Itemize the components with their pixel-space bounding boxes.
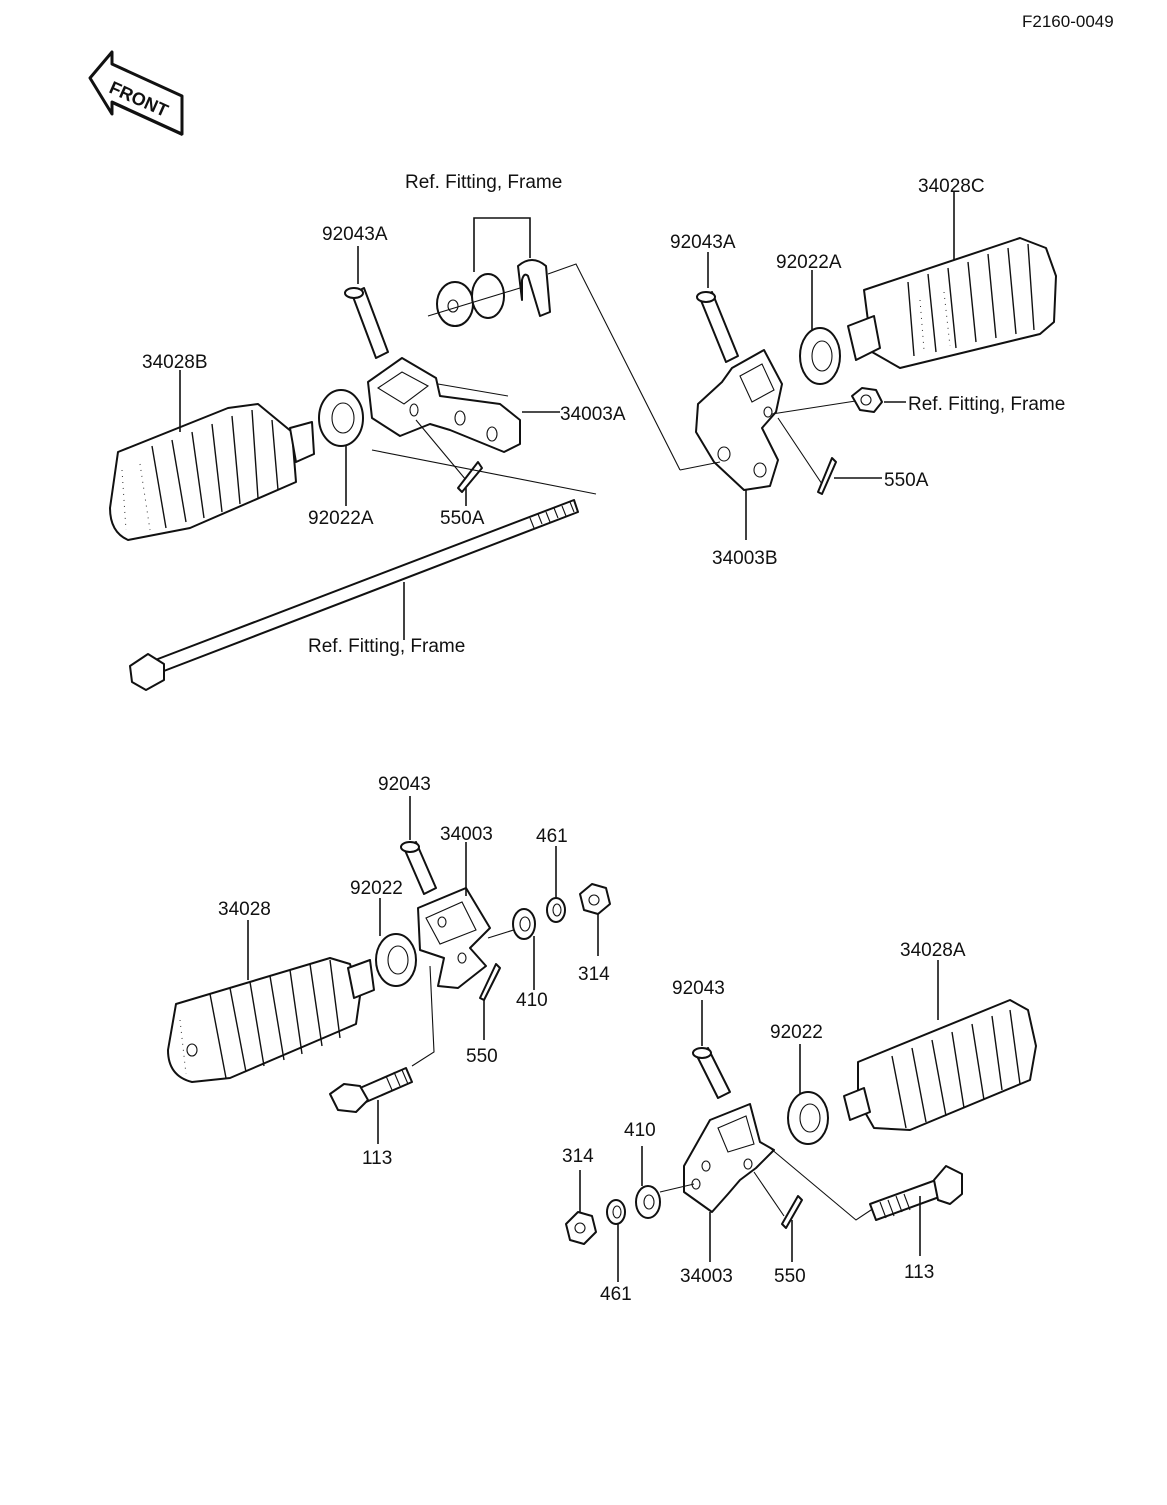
label-34003-lower: 34003 bbox=[680, 1266, 733, 1287]
guide-34003B bbox=[679, 399, 863, 471]
nut-ref-right bbox=[851, 387, 883, 413]
label-92043A-right: 92043A bbox=[670, 232, 736, 253]
nut-314-lower bbox=[565, 1211, 597, 1245]
label-34028B: 34028B bbox=[142, 352, 208, 373]
label-92022-lower: 92022 bbox=[770, 1022, 823, 1043]
washer-92022A-left bbox=[318, 389, 364, 447]
guide-550A-right bbox=[777, 417, 823, 485]
cotter-pin-550-upper bbox=[479, 963, 501, 1001]
label-461-lower: 461 bbox=[600, 1284, 632, 1305]
bolt-113-left bbox=[329, 1067, 413, 1113]
label-92022A-left: 92022A bbox=[308, 508, 374, 529]
label-550A-right: 550A bbox=[884, 470, 929, 491]
label-410-upper: 410 bbox=[516, 990, 548, 1011]
label-92043-lower: 92043 bbox=[672, 978, 725, 999]
cotter-pin-550A-left bbox=[457, 461, 483, 493]
label-34003A: 34003A bbox=[560, 404, 626, 425]
cotter-pin-550A-right bbox=[817, 457, 837, 495]
label-ref-top: Ref. Fitting, Frame bbox=[405, 172, 562, 193]
lock-washer-461-upper bbox=[546, 897, 566, 923]
label-ref-nut: Ref. Fitting, Frame bbox=[908, 394, 1065, 415]
label-92022A-right: 92022A bbox=[776, 252, 842, 273]
bracket-34003-upper bbox=[417, 887, 491, 989]
footpeg-34028C bbox=[847, 237, 1057, 369]
label-314-lower: 314 bbox=[562, 1146, 594, 1167]
label-461-upper: 461 bbox=[536, 826, 568, 847]
nut-314-upper bbox=[579, 883, 611, 915]
label-550-lower: 550 bbox=[774, 1266, 806, 1287]
document-number: F2160-0049 bbox=[1022, 12, 1114, 31]
label-410-lower: 410 bbox=[624, 1120, 656, 1141]
bracket-34003-lower bbox=[683, 1103, 775, 1213]
washer-92022-lower bbox=[787, 1091, 829, 1145]
bracket-34003A bbox=[367, 357, 521, 453]
guide-bolt bbox=[371, 449, 597, 495]
long-bolt-ref bbox=[129, 499, 579, 691]
washer-92022A-right bbox=[799, 327, 841, 385]
label-34028A: 34028A bbox=[900, 940, 966, 961]
leader-ref-top bbox=[473, 217, 531, 272]
bracket-34003B bbox=[695, 349, 783, 491]
guide-34003-lower bbox=[659, 1147, 875, 1221]
label-34003B: 34003B bbox=[712, 548, 778, 569]
washer-410-upper bbox=[512, 908, 536, 940]
label-34028: 34028 bbox=[218, 899, 271, 920]
label-ref-bolt: Ref. Fitting, Frame bbox=[308, 636, 465, 657]
washer-92022-upper bbox=[375, 933, 417, 987]
label-92043A-left: 92043A bbox=[322, 224, 388, 245]
footpeg-34028A bbox=[843, 999, 1037, 1131]
label-92022-upper: 92022 bbox=[350, 878, 403, 899]
bushing-ref bbox=[436, 259, 551, 327]
ref-guide-lines bbox=[427, 263, 681, 471]
front-arrow-icon: FRONT bbox=[88, 50, 184, 136]
label-550A-left: 550A bbox=[440, 508, 485, 529]
footpeg-34028 bbox=[167, 957, 375, 1083]
pin-92043-upper bbox=[400, 841, 437, 895]
label-113-left: 113 bbox=[362, 1148, 392, 1169]
pin-92043A-right bbox=[696, 291, 739, 363]
pin-92043-lower bbox=[692, 1047, 731, 1099]
guide-34003A bbox=[415, 383, 509, 481]
cotter-pin-550-lower bbox=[781, 1195, 803, 1229]
label-92043-upper: 92043 bbox=[378, 774, 431, 795]
washer-410-lower bbox=[635, 1185, 661, 1219]
pin-92043A-left bbox=[344, 287, 389, 359]
bolt-113-right bbox=[869, 1165, 963, 1221]
footpeg-34028B bbox=[109, 403, 315, 541]
label-34003-upper: 34003 bbox=[440, 824, 493, 845]
label-113-right: 113 bbox=[904, 1262, 934, 1283]
lock-washer-461-lower bbox=[606, 1199, 626, 1225]
label-314-upper: 314 bbox=[578, 964, 610, 985]
label-550-upper: 550 bbox=[466, 1046, 498, 1067]
label-34028C: 34028C bbox=[918, 176, 985, 197]
